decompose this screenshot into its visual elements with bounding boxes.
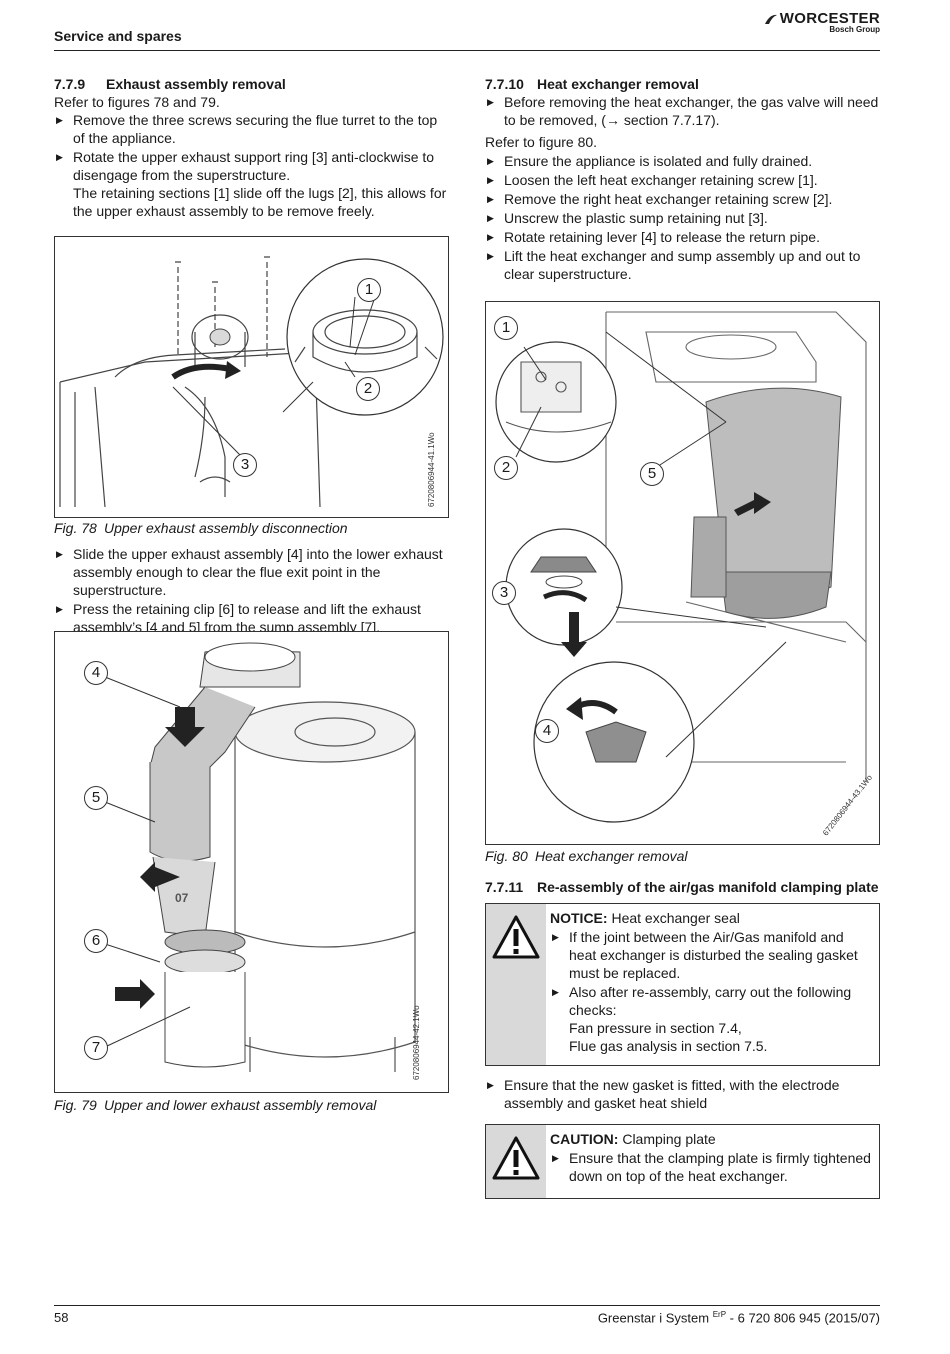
caption-text: Upper and lower exhaust assembly removal (104, 1097, 377, 1113)
callout-2: 2 (494, 456, 518, 480)
list-item: Lift the heat exchanger and sump assembl… (485, 247, 880, 283)
step-list: Before removing the heat exchanger, the … (485, 93, 880, 129)
section-7-7-9: 7.7.9 Exhaust assembly removal Refer to f… (54, 76, 449, 221)
list-item: Loosen the left heat exchanger retaining… (485, 171, 880, 189)
step-text: Rotate the upper exhaust support ring [3… (73, 149, 435, 183)
figure-code: 6720806944-42.1Wo (412, 1005, 421, 1080)
caution-box: CAUTION: Clamping plate Ensure that the … (485, 1124, 880, 1199)
step-list: Remove the three screws securing the flu… (54, 111, 449, 220)
brand-logo: WORCESTER Bosch Group (764, 10, 880, 34)
list-item: Before removing the heat exchanger, the … (485, 93, 880, 129)
section-heading: 7.7.10 Heat exchanger removal (485, 76, 880, 92)
figure-number: Fig. 78 (54, 520, 97, 536)
step-text: Also after re-assembly, carry out the fo… (569, 984, 852, 1018)
list-item: Also after re-assembly, carry out the fo… (550, 983, 871, 1055)
callout-3: 3 (492, 581, 516, 605)
caution-icon-column (486, 1125, 546, 1198)
section-title: Re-assembly of the air/gas manifold clam… (537, 879, 879, 895)
callout-5: 5 (640, 462, 664, 486)
brand-subtitle: Bosch Group (829, 25, 880, 34)
figure-caption: Fig. 78 Upper exhaust assembly disconnect… (54, 520, 348, 536)
step-list: Ensure the appliance is isolated and ful… (485, 152, 880, 283)
caution-label: CAUTION: (550, 1131, 619, 1147)
intro-text: Refer to figure 80. (485, 134, 598, 150)
figure-code: 6720806944-41.1Wo (427, 432, 436, 507)
warning-triangle-icon (492, 1136, 540, 1180)
caution-title: Clamping plate (622, 1131, 716, 1147)
caption-text: Heat exchanger removal (535, 848, 688, 864)
section-title: Heat exchanger removal (537, 76, 699, 92)
section-7-7-10: 7.7.10 Heat exchanger removal Before remo… (485, 76, 880, 284)
figure-caption: Fig. 80 Heat exchanger removal (485, 848, 688, 864)
step-list: Ensure that the clamping plate is firmly… (550, 1149, 871, 1185)
caution-heading: CAUTION: Clamping plate (550, 1130, 871, 1148)
notice-heading: NOTICE: Heat exchanger seal (550, 909, 871, 927)
callout-5: 5 (84, 786, 108, 810)
figure-caption: Fig. 79 Upper and lower exhaust assembly … (54, 1097, 376, 1113)
doc-number: - 6 720 806 945 (2015/07) (726, 1310, 880, 1326)
step-detail: The retaining sections [1] slide off the… (73, 185, 447, 219)
step-list: Ensure that the new gasket is fitted, wi… (485, 1076, 880, 1112)
list-item: Rotate the upper exhaust support ring [3… (54, 148, 449, 220)
section-number: 7.7.10 (485, 76, 524, 92)
list-item: Ensure that the new gasket is fitted, wi… (485, 1076, 880, 1112)
worcester-logo-icon (764, 14, 777, 24)
section-number: 7.7.9 (54, 76, 86, 92)
intro-text: Refer to figures 78 and 79. (54, 94, 220, 110)
warning-triangle-icon (492, 915, 540, 959)
check-item: Flue gas analysis in section 7.5. (569, 1038, 768, 1054)
section-number: 7.7.11 (485, 879, 524, 895)
header-rule (54, 50, 880, 51)
steps-block: Slide the upper exhaust assembly [4] int… (54, 545, 449, 637)
step-list: If the joint between the Air/Gas manifol… (550, 928, 871, 1055)
brand-name: WORCESTER (779, 10, 880, 27)
step-list: Slide the upper exhaust assembly [4] int… (54, 545, 449, 636)
page-number: 58 (54, 1310, 69, 1325)
check-item: Fan pressure in section 7.4, (569, 1020, 742, 1036)
callout-3: 3 (233, 453, 257, 477)
notice-icon-column (486, 904, 546, 1065)
steps-block: Ensure that the new gasket is fitted, wi… (485, 1076, 880, 1113)
callout-2: 2 (356, 377, 380, 401)
list-item: Remove the three screws securing the flu… (54, 111, 449, 147)
running-header: Service and spares (54, 28, 182, 44)
figure-79: 07 4 5 6 7 6720806944-42.1Wo (54, 631, 449, 1093)
list-item: Unscrew the plastic sump retaining nut [… (485, 209, 880, 227)
caution-body: CAUTION: Clamping plate Ensure that the … (546, 1125, 879, 1198)
figure-number: Fig. 80 (485, 848, 528, 864)
figure-number: Fig. 79 (54, 1097, 97, 1113)
list-item: If the joint between the Air/Gas manifol… (550, 928, 871, 982)
part-mark: 07 (175, 891, 189, 905)
heat-exchanger-illustration (495, 311, 867, 823)
exhaust-assembly-illustration: 07 (104, 642, 416, 1072)
notice-title: Heat exchanger seal (611, 910, 740, 926)
callout-1: 1 (357, 278, 381, 302)
callout-6: 6 (84, 929, 108, 953)
list-item: Rotate retaining lever [4] to release th… (485, 228, 880, 246)
callout-4: 4 (535, 719, 559, 743)
section-7-7-11: 7.7.11 Re-assembly of the air/gas manifol… (485, 879, 880, 895)
exhaust-disconnection-illustration (59, 256, 444, 508)
list-item: Ensure that the clamping plate is firmly… (550, 1149, 871, 1185)
footer-rule (54, 1305, 880, 1306)
list-item: Ensure the appliance is isolated and ful… (485, 152, 880, 170)
callout-4: 4 (84, 661, 108, 685)
callout-7: 7 (84, 1036, 108, 1060)
list-item: Remove the right heat exchanger retainin… (485, 190, 880, 208)
notice-label: NOTICE: (550, 910, 608, 926)
notice-box: NOTICE: Heat exchanger seal If the joint… (485, 903, 880, 1066)
section-heading: 7.7.11 Re-assembly of the air/gas manifol… (485, 879, 880, 895)
figure-80: 1 2 5 3 4 6720806944-43.1Wo (485, 301, 880, 845)
figure-78: 1 2 3 6720806944-41.1Wo (54, 236, 449, 518)
callout-1: 1 (494, 316, 518, 340)
product-superscript: ErP (712, 1310, 727, 1319)
footer-doc-info: Greenstar i System ErP - 6 720 806 945 (… (598, 1310, 880, 1325)
product-name: Greenstar i System (597, 1310, 710, 1326)
caption-text: Upper exhaust assembly disconnection (104, 520, 348, 536)
section-title: Exhaust assembly removal (106, 76, 286, 92)
list-item: Slide the upper exhaust assembly [4] int… (54, 545, 449, 599)
section-heading: 7.7.9 Exhaust assembly removal (54, 76, 449, 92)
notice-body: NOTICE: Heat exchanger seal If the joint… (546, 904, 879, 1065)
